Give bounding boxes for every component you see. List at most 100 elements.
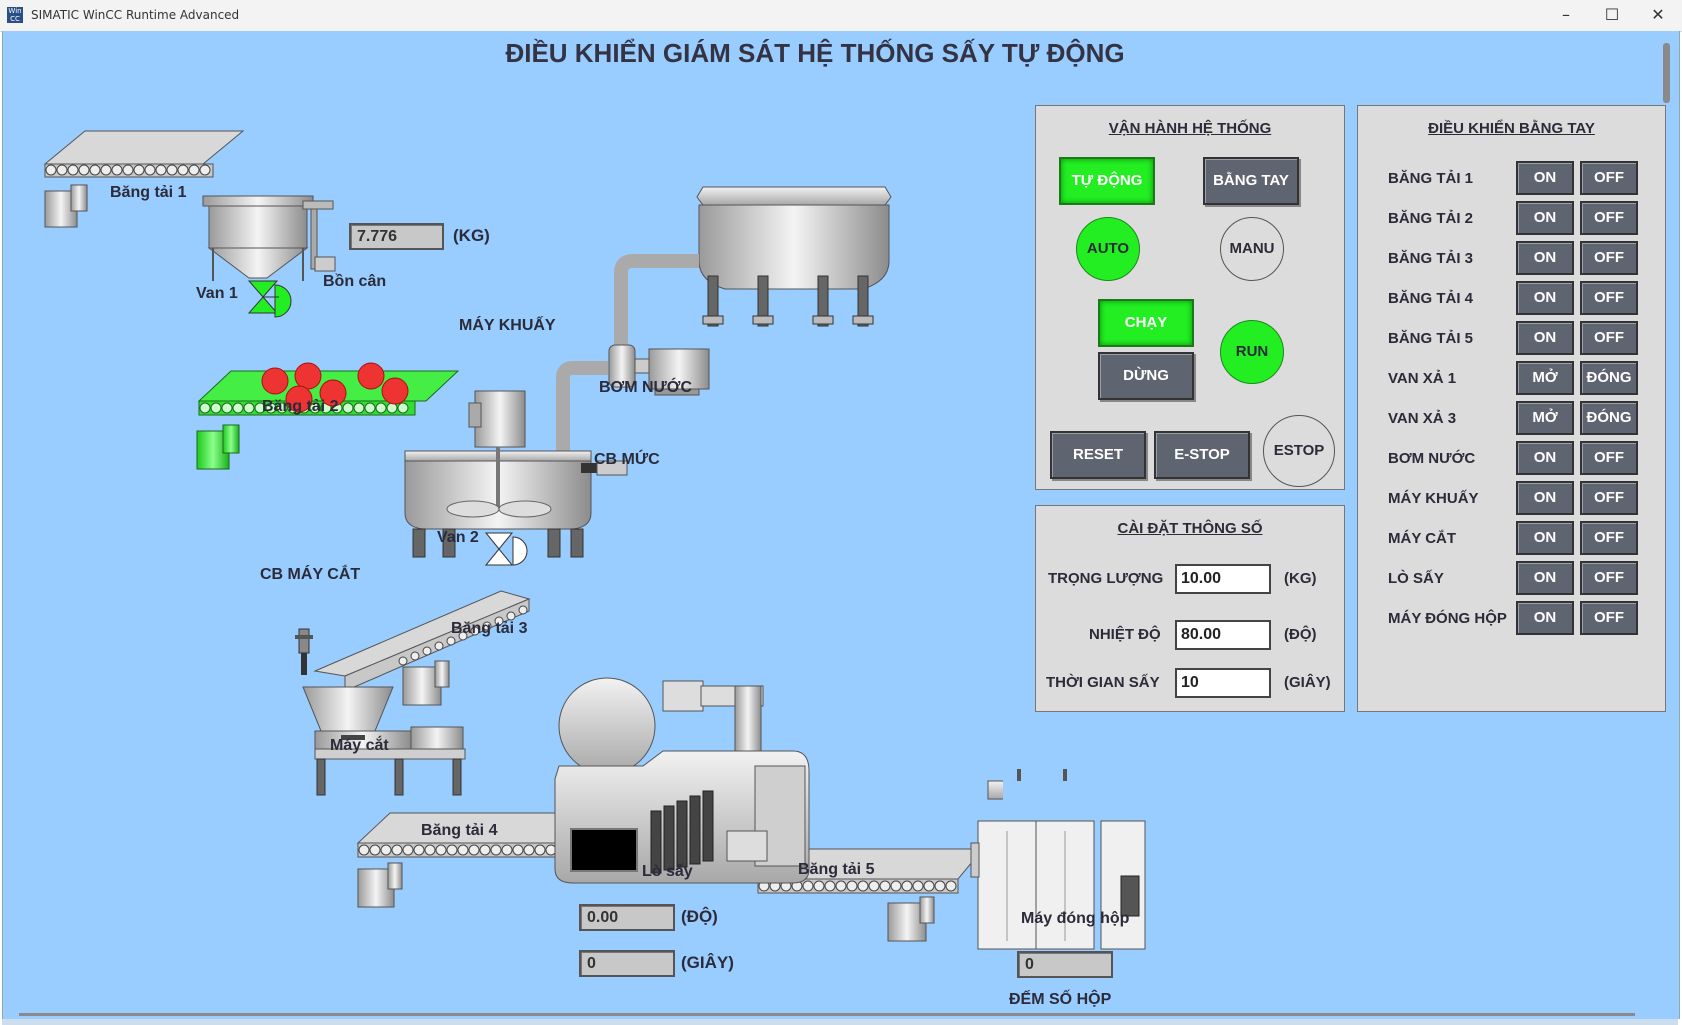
run-lamp: RUN — [1220, 320, 1284, 384]
reset-button[interactable]: RESET — [1050, 431, 1146, 479]
mixer-off-button[interactable]: OFF — [1580, 481, 1638, 515]
auto-mode-button[interactable]: TỰ ĐỘNG — [1059, 157, 1155, 205]
cutter-sensor-label: CB MÁY CẮT — [260, 566, 361, 583]
boxing-machine-off-button[interactable]: OFF — [1580, 601, 1638, 635]
conveyor-1-on-button[interactable]: ON — [1516, 161, 1574, 195]
window-titlebar: Win CC SIMATIC WinCC Runtime Advanced – … — [0, 0, 1682, 32]
estop-lamp: ESTOP — [1263, 415, 1335, 487]
manual-row-label: BĂNG TẢI 4 — [1388, 290, 1474, 307]
system-operation-panel: VẬN HÀNH HỆ THỐNG TỰ ĐỘNG BẰNG TAY AUTO … — [1035, 105, 1345, 490]
conveyor-2-on-button[interactable]: ON — [1516, 201, 1574, 235]
parameter-settings-panel: CÀI ĐẶT THÔNG SỐ TRỌNG LƯỢNG 10.00 (KG) … — [1035, 505, 1345, 712]
manual-mode-button[interactable]: BẰNG TAY — [1203, 157, 1299, 205]
horizontal-scrollbar[interactable] — [19, 1013, 1635, 1016]
manual-row-label: VAN XẢ 3 — [1388, 410, 1457, 427]
maximize-button[interactable]: ☐ — [1604, 5, 1620, 24]
manual-row-label: BĂNG TẢI 3 — [1388, 250, 1474, 267]
page-title: ĐIỀU KHIỂN GIÁM SÁT HỆ THỐNG SẤY TỰ ĐỘNG — [505, 38, 1125, 68]
conveyor-3-on-button[interactable]: ON — [1516, 241, 1574, 275]
water-pipe — [556, 254, 699, 456]
mixer-on-button[interactable]: ON — [1516, 481, 1574, 515]
manual-row-label: VAN XẢ 1 — [1388, 370, 1457, 387]
vertical-scrollbar[interactable] — [1663, 43, 1670, 103]
boxing-machine — [987, 780, 1003, 800]
conveyor-2-off-button[interactable]: OFF — [1580, 201, 1638, 235]
conveyor-1 — [43, 130, 245, 228]
pump-label: BƠM NƯỚC — [599, 379, 693, 396]
oven-time-display: 0 — [579, 950, 675, 977]
oven-off-button[interactable]: OFF — [1580, 561, 1638, 595]
manual-control-panel: ĐIỀU KHIỂN BẰNG TAY BĂNG TẢI 1 ON OFF BĂ… — [1357, 105, 1666, 712]
cutter-label: Máy cắt — [330, 737, 389, 754]
conveyor-4-off-button[interactable]: OFF — [1580, 281, 1638, 315]
boxing-machine-on-button[interactable]: ON — [1516, 601, 1574, 635]
oven-time-unit: (GIÂY) — [681, 953, 734, 972]
temp-setting-input[interactable]: 80.00 — [1175, 620, 1271, 650]
conveyor-5 — [756, 848, 985, 942]
weigh-tank-label: Bồn cân — [323, 273, 387, 290]
manual-row-label: LÒ SẤY — [1388, 570, 1444, 587]
valve-1-label: Van 1 — [196, 285, 238, 302]
app-icon: Win CC — [7, 7, 23, 23]
box-count-label: ĐẾM SỐ HỘP — [1009, 991, 1112, 1008]
mixer-tank — [404, 390, 628, 558]
auto-lamp: AUTO — [1076, 217, 1140, 281]
stop-button[interactable]: DỪNG — [1098, 352, 1194, 400]
weight-unit: (KG) — [453, 226, 490, 245]
dry-time-setting-input[interactable]: 10 — [1175, 668, 1271, 698]
temp-setting-label: NHIỆT ĐỘ — [1089, 626, 1161, 643]
process-diagram — [43, 130, 1003, 942]
water-tank — [696, 186, 892, 327]
boxing-machine-body — [970, 769, 1146, 950]
temp-setting-unit: (ĐỘ) — [1284, 626, 1317, 643]
dryer-label: Lò sấy — [642, 863, 693, 880]
run-button[interactable]: CHẠY — [1098, 299, 1194, 347]
manual-row-label: MÁY CẮT — [1388, 530, 1457, 547]
manual-row-label: BƠM NƯỚC — [1388, 450, 1476, 467]
oven-on-button[interactable]: ON — [1516, 561, 1574, 595]
manu-lamp: MANU — [1220, 217, 1284, 281]
conveyor-2-label: Băng tải 2 — [262, 398, 339, 415]
manual-row-label: BĂNG TẢI 5 — [1388, 330, 1474, 347]
e-stop-button[interactable]: E-STOP — [1154, 431, 1250, 479]
conveyor-4-on-button[interactable]: ON — [1516, 281, 1574, 315]
manual-row-label: MÁY ĐÓNG HỘP — [1388, 610, 1507, 627]
drain-valve-1-close-button[interactable]: ĐÓNG — [1580, 361, 1638, 395]
oven-temp-unit: (ĐỘ) — [681, 907, 718, 926]
params-panel-title: CÀI ĐẶT THÔNG SỐ — [1117, 520, 1263, 537]
drain-valve-3-open-button[interactable]: MỞ — [1516, 401, 1574, 435]
conveyor-1-label: Băng tải 1 — [110, 184, 187, 201]
products — [261, 362, 409, 413]
valve-2-label: Van 2 — [437, 529, 479, 546]
drain-valve-3-close-button[interactable]: ĐÓNG — [1580, 401, 1638, 435]
minimize-button[interactable]: – — [1562, 5, 1570, 24]
dry-time-setting-label: THỜI GIAN SẤY — [1046, 674, 1160, 691]
weighing-tank — [202, 195, 336, 281]
weight-setting-input[interactable]: 10.00 — [1175, 564, 1271, 594]
cutter-on-button[interactable]: ON — [1516, 521, 1574, 555]
box-count-display: 0 — [1017, 951, 1113, 978]
drain-valve-1-open-button[interactable]: MỞ — [1516, 361, 1574, 395]
conveyor-3-off-button[interactable]: OFF — [1580, 241, 1638, 275]
conveyor-4-label: Băng tải 4 — [421, 822, 498, 839]
conveyor-1-off-button[interactable]: OFF — [1580, 161, 1638, 195]
conveyor-5-label: Băng tải 5 — [798, 861, 875, 878]
water-pump — [608, 344, 710, 396]
valve-2 — [484, 532, 528, 566]
weight-setting-unit: (KG) — [1284, 570, 1317, 587]
mixer-label: MÁY KHUẤY — [459, 317, 556, 334]
oven-temp-display: 0.00 — [579, 904, 675, 931]
cutter-off-button[interactable]: OFF — [1580, 521, 1638, 555]
cutter-sensor — [295, 628, 313, 675]
conveyor-3-label: Băng tải 3 — [451, 620, 528, 637]
level-sensor-label: CB MỨC — [594, 451, 660, 468]
pump-off-button[interactable]: OFF — [1580, 441, 1638, 475]
window-bottom-border — [2, 1019, 1678, 1025]
close-button[interactable]: ✕ — [1651, 5, 1665, 24]
dryer-oven — [554, 677, 810, 884]
valve-1 — [247, 280, 292, 318]
cutter-machine — [302, 686, 466, 796]
conveyor-5-on-button[interactable]: ON — [1516, 321, 1574, 355]
conveyor-5-off-button[interactable]: OFF — [1580, 321, 1638, 355]
pump-on-button[interactable]: ON — [1516, 441, 1574, 475]
